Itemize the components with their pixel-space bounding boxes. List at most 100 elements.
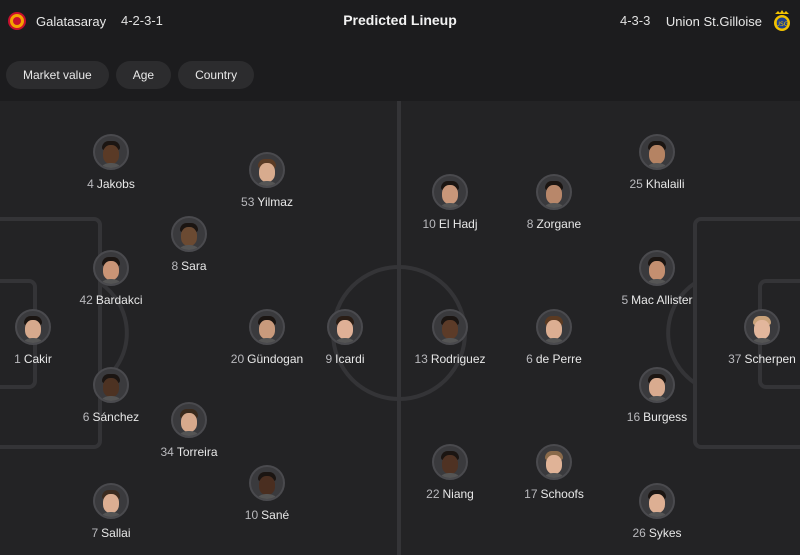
player-name: Icardi bbox=[335, 352, 365, 366]
player-number: 10 bbox=[244, 508, 259, 522]
player-name: Mac Allister bbox=[631, 293, 693, 307]
player-avatar bbox=[432, 444, 468, 480]
player-avatar bbox=[639, 134, 675, 170]
player-number: 6 bbox=[82, 410, 90, 424]
player-number: 1 bbox=[14, 352, 21, 366]
player-name: El Hadj bbox=[438, 217, 478, 231]
player-number: 22 bbox=[426, 487, 440, 501]
player-number: 8 bbox=[526, 217, 534, 231]
home-team[interactable]: Galatasaray bbox=[8, 0, 106, 42]
player-name: Zorgane bbox=[536, 217, 582, 231]
player-avatar bbox=[744, 309, 780, 345]
player-avatar bbox=[432, 174, 468, 210]
player-number: 8 bbox=[171, 259, 179, 273]
player-name: Niang bbox=[442, 487, 474, 501]
player-number: 25 bbox=[629, 177, 643, 191]
player-avatar bbox=[639, 250, 675, 286]
player-name: Scherpen bbox=[744, 352, 796, 366]
player-number: 9 bbox=[325, 352, 333, 366]
player-name: Jakobs bbox=[96, 177, 135, 191]
player-name: Sykes bbox=[648, 526, 682, 540]
player-number: 7 bbox=[91, 526, 99, 540]
player-name: Sánchez bbox=[92, 410, 140, 424]
player-number: 34 bbox=[160, 445, 174, 459]
galatasaray-logo-icon bbox=[8, 12, 26, 30]
player-avatar bbox=[536, 174, 572, 210]
player-number: 13 bbox=[414, 352, 428, 366]
player-name: Sallai bbox=[101, 526, 131, 540]
player-avatar bbox=[249, 309, 285, 345]
player-name: Torreira bbox=[176, 445, 218, 459]
home-team-name: Galatasaray bbox=[36, 13, 107, 29]
player-name: Khalaili bbox=[645, 177, 685, 191]
player-avatar bbox=[639, 367, 675, 403]
player-name: de Perre bbox=[535, 352, 582, 366]
player-name: Sané bbox=[261, 508, 290, 522]
player-number: 20 bbox=[230, 352, 245, 366]
player-avatar bbox=[171, 216, 207, 252]
player-avatar bbox=[536, 444, 572, 480]
player-name: Burgess bbox=[643, 410, 688, 424]
player-avatar bbox=[93, 250, 129, 286]
player-avatar bbox=[93, 134, 129, 170]
player-avatar bbox=[249, 465, 285, 501]
player-number: 37 bbox=[728, 352, 742, 366]
player-avatar bbox=[536, 309, 572, 345]
player-number: 6 bbox=[526, 352, 533, 366]
player-number: 26 bbox=[632, 526, 646, 540]
country-filter[interactable]: Country bbox=[178, 61, 255, 89]
player-number: 5 bbox=[621, 293, 629, 307]
player-avatar bbox=[639, 483, 675, 519]
filter-bar: Market value Age Country bbox=[6, 61, 255, 89]
player-avatar bbox=[93, 367, 129, 403]
away-formation: 4-3-3 bbox=[620, 13, 651, 28]
away-team[interactable]: Union St.Gilloise USG bbox=[666, 0, 792, 42]
away-team-name: Union St.Gilloise bbox=[665, 13, 762, 29]
player-avatar bbox=[15, 309, 51, 345]
age-filter[interactable]: Age bbox=[115, 61, 172, 89]
lineup-header: Galatasaray 4-2-3-1 Predicted Lineup 4-3… bbox=[0, 0, 800, 42]
player-name: Sara bbox=[181, 259, 207, 273]
player-avatar bbox=[249, 152, 285, 188]
player-name: Schoofs bbox=[540, 487, 584, 501]
player-name: Gündogan bbox=[247, 352, 304, 366]
union-st-gilloise-logo-icon: USG bbox=[772, 9, 792, 33]
player-name: Cakir bbox=[23, 352, 52, 366]
player-number: 42 bbox=[79, 293, 93, 307]
player-number: 53 bbox=[241, 195, 255, 209]
player-avatar bbox=[171, 402, 207, 438]
player-number: 4 bbox=[87, 177, 94, 191]
player-number: 10 bbox=[422, 217, 436, 231]
player-avatar bbox=[432, 309, 468, 345]
player-name: Bardakci bbox=[95, 293, 143, 307]
market-value-filter[interactable]: Market value bbox=[6, 61, 109, 89]
player-avatar bbox=[93, 483, 129, 519]
player-number: 17 bbox=[524, 487, 538, 501]
svg-text:USG: USG bbox=[776, 21, 789, 28]
player-avatar bbox=[327, 309, 363, 345]
player-number: 16 bbox=[626, 410, 641, 424]
